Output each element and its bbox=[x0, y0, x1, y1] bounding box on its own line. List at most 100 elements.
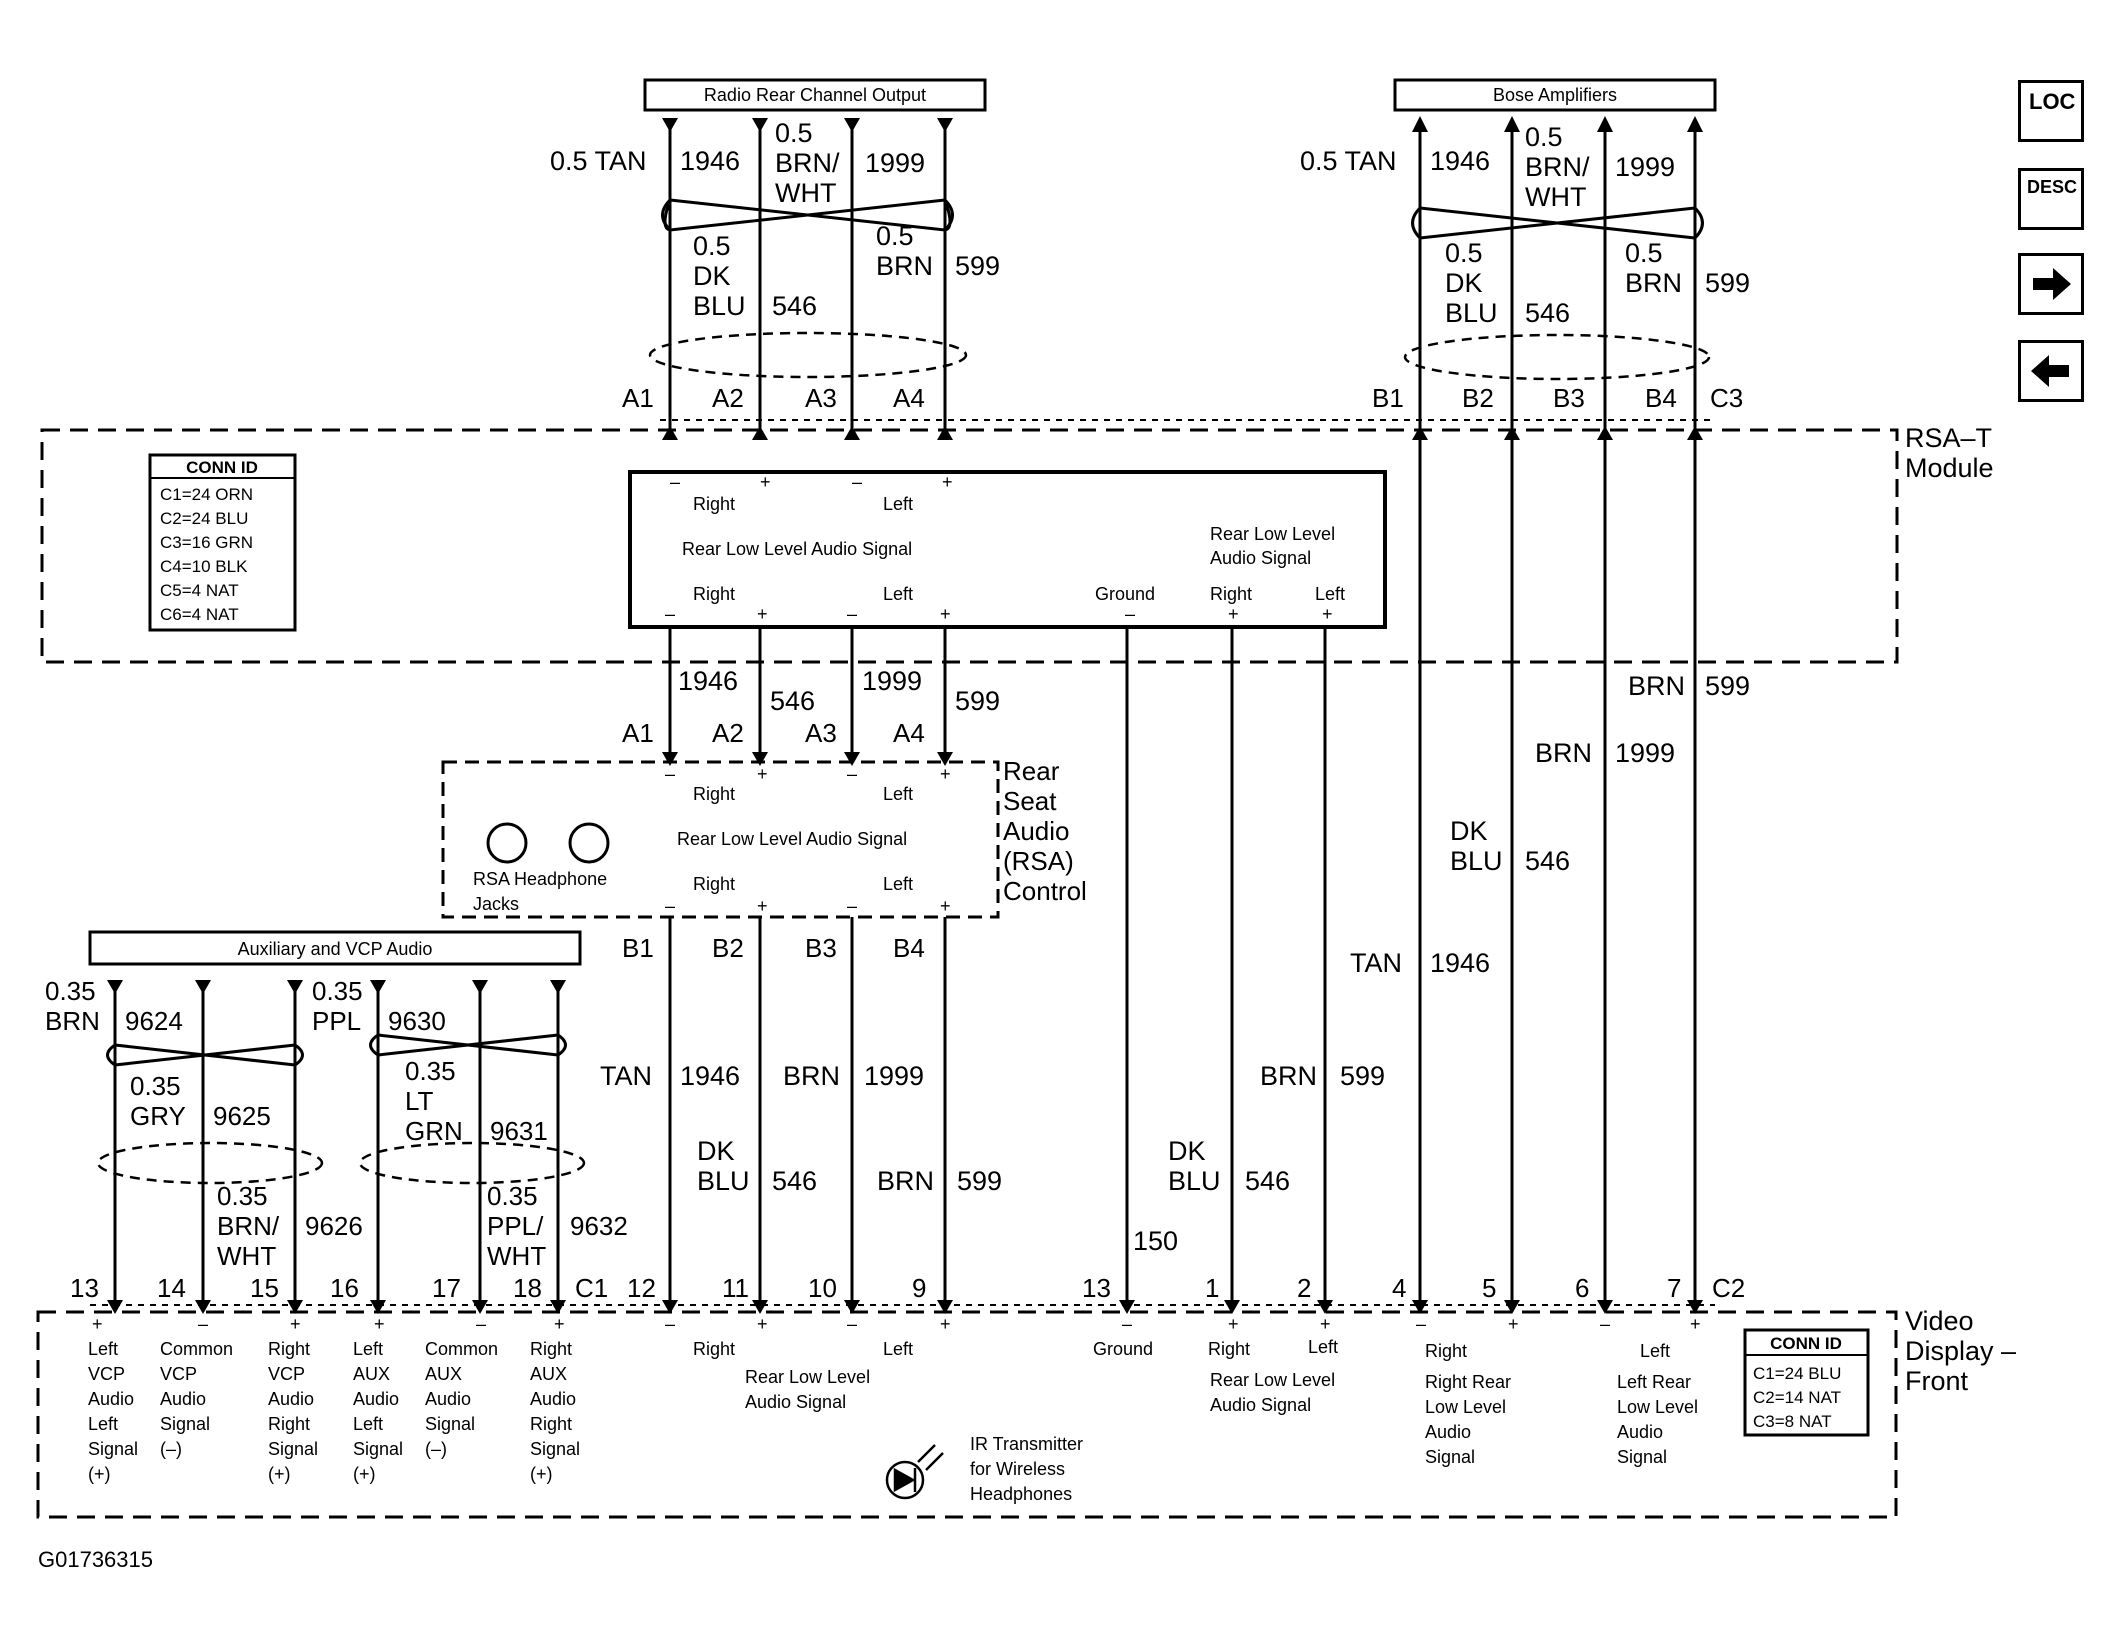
bose-amplifiers-box: Bose Amplifiers bbox=[1393, 78, 1717, 112]
ir-led-icon bbox=[885, 1444, 944, 1500]
aux-w4-l2: PPL bbox=[312, 1006, 361, 1036]
vl6-4: Signal bbox=[530, 1439, 580, 1459]
pin-c3-top: C3 bbox=[1710, 383, 1743, 413]
top-pin-labels: A1 A2 A3 A4 B1 B2 B3 B4 C3 bbox=[622, 383, 1743, 413]
video-lr-3: Signal bbox=[1617, 1447, 1667, 1467]
vl5-2: Audio bbox=[425, 1389, 471, 1409]
mid-circuit-599: 599 bbox=[955, 686, 1000, 716]
pin-sign: + bbox=[374, 1314, 385, 1334]
vl2-0: Common bbox=[160, 1339, 233, 1359]
radio-w2-l1: 0.5 bbox=[693, 231, 731, 261]
aux-twist-symbols bbox=[106, 1033, 567, 1067]
mid-circuit-labels: 1946 546 1999 599 bbox=[678, 666, 1000, 716]
vl1-2: Audio bbox=[88, 1389, 134, 1409]
radio-w3-circuit: 1999 bbox=[865, 148, 925, 178]
aux-w5-l3: GRN bbox=[405, 1116, 463, 1146]
aux-w5-l1: 0.35 bbox=[405, 1056, 456, 1086]
bose-wire-group bbox=[1418, 128, 1697, 1310]
bose-w3-circuit: 1999 bbox=[1615, 152, 1675, 182]
conn-id-table-bottom: CONN ID C1=24 BLU C2=14 NAT C3=8 NAT bbox=[1743, 1328, 1870, 1437]
rsa-ctrl-left2: Left bbox=[883, 874, 913, 894]
rsa-t-minus-3: – bbox=[665, 604, 675, 624]
pin-10: 10 bbox=[808, 1273, 837, 1303]
pin-16: 16 bbox=[330, 1273, 359, 1303]
pin-sign: + bbox=[290, 1314, 301, 1334]
pin-c1: C1 bbox=[575, 1273, 608, 1303]
vl5-4: (–) bbox=[425, 1439, 447, 1459]
conn-id-top-row6: C6=4 NAT bbox=[160, 605, 239, 624]
pin-2: 2 bbox=[1297, 1273, 1311, 1303]
mid-wire-group bbox=[668, 627, 1327, 1310]
video-rr-3: Signal bbox=[1425, 1447, 1475, 1467]
lower-tan: TAN bbox=[600, 1061, 652, 1091]
next-button[interactable] bbox=[2018, 253, 2084, 315]
vl1-0: Left bbox=[88, 1339, 118, 1359]
pin-a4-mid: A4 bbox=[893, 718, 925, 748]
lower-dk2: DK bbox=[1168, 1136, 1206, 1166]
aux-9625: 9625 bbox=[213, 1101, 271, 1131]
vl2-1: VCP bbox=[160, 1364, 197, 1384]
pin-13-c1: 13 bbox=[70, 1273, 99, 1303]
rsa-t-left3-label: Left bbox=[1315, 584, 1345, 604]
vl5-0: Common bbox=[425, 1339, 498, 1359]
rsa-ctrl-label-2: Seat bbox=[1003, 786, 1057, 816]
radio-rear-channel-label: Radio Rear Channel Output bbox=[704, 85, 926, 105]
pin-sign: + bbox=[940, 1314, 951, 1334]
desc-button[interactable]: DESC bbox=[2018, 168, 2084, 230]
aux-w1-l1: 0.35 bbox=[45, 976, 96, 1006]
radio-arrowheads bbox=[662, 118, 953, 440]
video-display-boundary bbox=[36, 1310, 1898, 1519]
rsa-t-right-label: Right bbox=[693, 494, 735, 514]
pin-c2: C2 bbox=[1712, 1273, 1745, 1303]
rsa-ctrl-label-5: Control bbox=[1003, 876, 1087, 906]
rsa-t-plus-1: + bbox=[760, 472, 771, 492]
radio-w3-l1: 0.5 bbox=[775, 118, 813, 148]
aux-w4-l1: 0.35 bbox=[312, 976, 363, 1006]
pin-sign: – bbox=[1122, 1314, 1132, 1334]
rsa-ctrl-plus-1: + bbox=[757, 764, 768, 784]
pin-b4-top: B4 bbox=[1645, 383, 1677, 413]
lower-599b: 599 bbox=[1340, 1061, 1385, 1091]
aux-w2-l2: GRY bbox=[130, 1101, 186, 1131]
vl6-2: Audio bbox=[530, 1389, 576, 1409]
pin-sign: – bbox=[476, 1314, 486, 1334]
lower-150: 150 bbox=[1133, 1226, 1178, 1256]
loc-button[interactable]: LOC bbox=[2018, 80, 2084, 142]
pin-12: 12 bbox=[627, 1273, 656, 1303]
vl4-0: Left bbox=[353, 1339, 383, 1359]
lower-546b: 546 bbox=[1245, 1166, 1290, 1196]
aux-shield-ellipse-1 bbox=[96, 1141, 324, 1185]
pin-14: 14 bbox=[157, 1273, 186, 1303]
pin-b1-mid: B1 bbox=[622, 933, 654, 963]
bose-shield-ellipse bbox=[1403, 333, 1711, 381]
vl3-2: Audio bbox=[268, 1389, 314, 1409]
vl5-3: Signal bbox=[425, 1414, 475, 1434]
radio-w2-l3: BLU bbox=[693, 291, 746, 321]
video-right3: Right bbox=[1425, 1341, 1467, 1361]
bottom-pin-labels: 13 14 15 16 17 18 C1 12 11 10 9 13 1 2 4… bbox=[70, 1273, 1745, 1303]
video-display-label: Video Display – Front bbox=[1905, 1306, 2016, 1396]
lower-pin-labels: B1 B2 B3 B4 bbox=[622, 933, 925, 963]
aux-vcp-audio-label: Auxiliary and VCP Audio bbox=[238, 939, 433, 959]
arrow-left-icon bbox=[2031, 355, 2069, 387]
bose-w4-circuit: 599 bbox=[1705, 268, 1750, 298]
rsa-control-boundary bbox=[441, 760, 1000, 919]
video-ir-0: IR Transmitter bbox=[970, 1434, 1083, 1454]
conn-id-top-row2: C2=24 BLU bbox=[160, 509, 248, 528]
video-label-1: Video bbox=[1905, 1306, 1974, 1336]
lower-blu2: BLU bbox=[1168, 1166, 1221, 1196]
radio-w4-l1: 0.5 bbox=[876, 221, 914, 251]
prev-button[interactable] bbox=[2018, 340, 2084, 402]
radio-twist-symbol bbox=[661, 198, 954, 232]
bose-w1-size: 0.5 TAN bbox=[1300, 146, 1397, 176]
lower-brn3: BRN bbox=[1260, 1061, 1317, 1091]
rsa-t-inner-labels: – + – + Right Left Rear Low Level Audio … bbox=[665, 472, 1345, 624]
lower-546: 546 bbox=[772, 1166, 817, 1196]
pin-18: 18 bbox=[513, 1273, 542, 1303]
vl4-3: Left bbox=[353, 1414, 383, 1434]
video-left3: Left bbox=[1640, 1341, 1670, 1361]
rsa-jacks-label2: Jacks bbox=[473, 894, 519, 914]
video-lr-2: Audio bbox=[1617, 1422, 1663, 1442]
pin-a4-top: A4 bbox=[893, 383, 925, 413]
